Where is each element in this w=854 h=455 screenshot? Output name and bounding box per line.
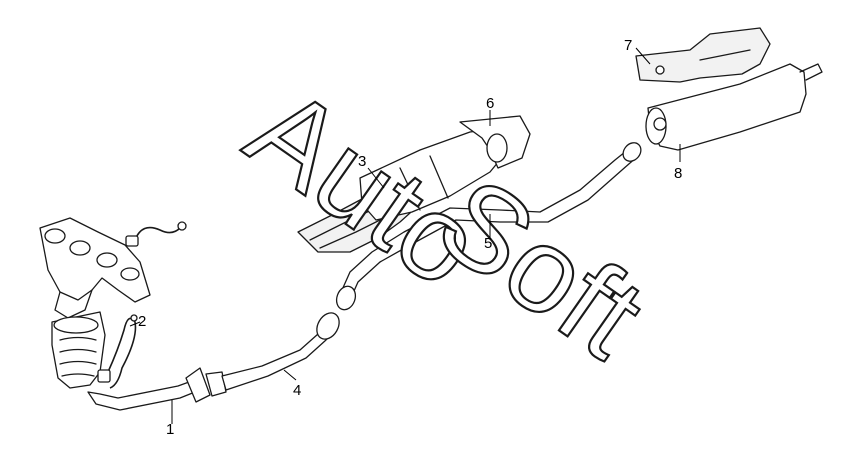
watermark: Auto Soft	[224, 60, 668, 384]
callout-6: 6	[486, 95, 494, 112]
front-pipe	[87, 367, 227, 411]
center-pipe	[335, 142, 642, 311]
rear-muffler	[645, 63, 823, 151]
exhaust-manifold	[39, 217, 151, 319]
leader-lines	[129, 47, 681, 424]
callout-2: 2	[138, 313, 146, 330]
catalytic-converter	[359, 115, 531, 221]
front-catalytic-converter	[51, 311, 106, 389]
oxygen-sensor-upper	[125, 221, 187, 247]
intermediate-pipe	[221, 312, 340, 391]
callout-5: 5	[484, 235, 492, 252]
callout-8: 8	[674, 165, 682, 182]
callout-4: 4	[293, 382, 301, 399]
callout-3: 3	[358, 153, 366, 170]
muffler-heat-shield	[635, 27, 771, 83]
callout-1: 1	[166, 421, 174, 438]
oxygen-sensor-lower	[97, 314, 138, 389]
callout-7: 7	[624, 37, 632, 54]
